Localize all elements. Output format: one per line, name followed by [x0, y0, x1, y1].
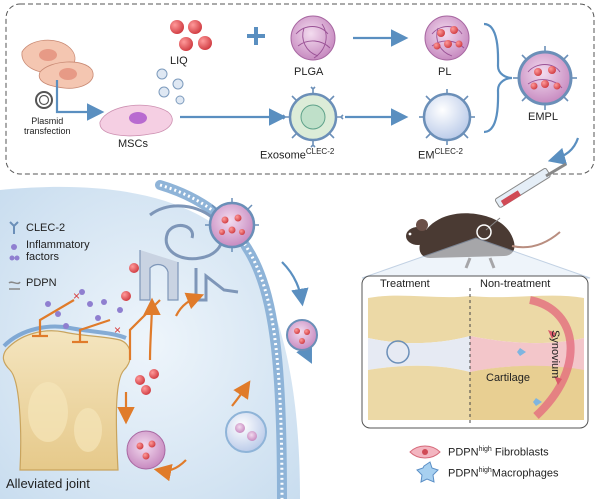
joint-cross-section [368, 288, 584, 424]
inflammatory-legend-icon [9, 244, 20, 261]
synovium-label: Synovium [549, 330, 561, 379]
arrow [281, 261, 309, 307]
plga-particle [290, 15, 336, 61]
endosome [225, 411, 267, 453]
empl-particle [513, 46, 577, 110]
msc-cell [99, 104, 173, 137]
merge-brace [483, 22, 513, 134]
cell-icon [21, 39, 94, 89]
non-treatment-label: Non-treatment [480, 278, 551, 290]
mouse-icon [406, 213, 561, 269]
empl-label: EMPL [528, 111, 558, 123]
mscs-label: MSCs [118, 138, 148, 150]
arrow [55, 80, 105, 121]
macrophages-legend-label: PDPNhighMacrophages [448, 467, 559, 480]
pl-label: PL [438, 66, 452, 78]
cross-mark: × [114, 323, 121, 337]
plasmid-label: Plasmid transfection [24, 116, 71, 136]
cartilage-label: Cartilage [486, 372, 531, 384]
macrophage-icon [416, 461, 439, 483]
bone-icon [2, 324, 131, 471]
pdpn-legend-icon [8, 281, 21, 290]
cross-mark: × [73, 289, 80, 303]
exosome-particle [282, 86, 344, 148]
pdpn-legend-label: PDPN [26, 277, 57, 289]
inflammatory-factors [45, 289, 123, 329]
syringe-icon [485, 162, 567, 231]
treatment-label: Treatment [380, 278, 430, 290]
liq-label: LIQ [170, 55, 188, 67]
plga-particle [126, 430, 166, 470]
plasmid-icon [35, 91, 53, 109]
arrow [547, 137, 580, 165]
fibroblasts-legend-label: PDPNhigh Fibroblasts [448, 446, 549, 459]
plus-icon [247, 27, 265, 45]
em-particle [419, 89, 475, 145]
pdpn-receptor [139, 204, 239, 302]
pl-particle [424, 15, 470, 61]
liq-released [121, 263, 159, 395]
zoom-cone [361, 237, 591, 279]
fibroblast-icon [409, 445, 441, 459]
plga-label: PLGA [294, 66, 324, 78]
small-exosomes [156, 68, 185, 105]
em-label: EMCLEC-2 [418, 147, 463, 162]
clec2-legend-icon [9, 221, 19, 234]
empl-particle [205, 198, 259, 252]
clec2-legend-label: CLEC-2 [26, 222, 66, 234]
liq-particles [170, 20, 212, 51]
exosome-label: ExosomeCLEC-2 [260, 147, 335, 162]
inflammatory-legend-label: Inflammatory factors [26, 239, 90, 263]
alleviated-joint-label: Alleviated joint [6, 476, 90, 491]
empl-particle [286, 319, 318, 351]
